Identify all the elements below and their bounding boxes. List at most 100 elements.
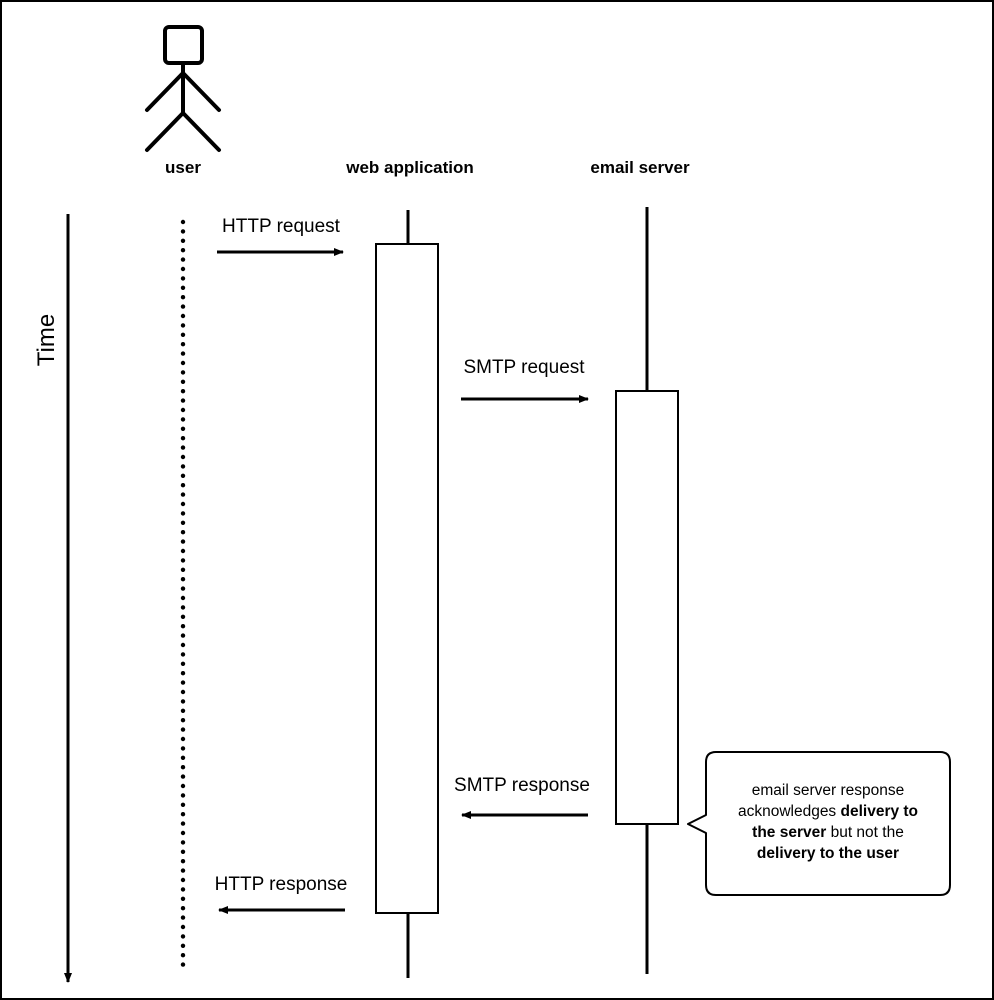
note-line-1: email server response <box>751 782 905 799</box>
user-lifeline-dot <box>180 736 186 742</box>
user-lifeline-dot <box>180 229 186 234</box>
user-stick-figure-icon <box>145 25 221 152</box>
user-lifeline-dot <box>180 830 186 836</box>
user-lifeline-dot <box>180 511 186 516</box>
note-callout-bubble <box>687 751 951 896</box>
message-label-smtp-request: SMTP request <box>463 357 585 378</box>
actor-label-user: user <box>165 158 201 177</box>
note-line-3-plain: but not the <box>826 824 904 841</box>
note-line-2-bold: delivery to <box>840 803 919 820</box>
user-lifeline-dot <box>180 295 186 300</box>
user-lifeline-dot <box>180 492 186 497</box>
user-lifeline-dot <box>180 464 186 469</box>
user-lifeline-dot <box>180 342 186 347</box>
note-line-2: acknowledges delivery to <box>708 801 948 822</box>
message-label-http-response: HTTP response <box>215 874 348 895</box>
user-lifeline-dot <box>180 642 186 648</box>
user-lifeline-dot <box>180 896 186 901</box>
user-lifeline-dot <box>180 689 186 695</box>
user-lifeline-dot <box>180 436 186 441</box>
user-lifeline-dot <box>180 624 186 629</box>
user-lifeline-dot <box>180 727 186 732</box>
user-lifeline-dot <box>180 351 186 356</box>
user-lifeline-dot <box>180 821 186 826</box>
user-lifeline-dot <box>180 877 186 883</box>
web-application-activation-box <box>375 243 439 914</box>
user-lifeline-dot <box>180 840 186 845</box>
user-lifeline-dot <box>180 812 186 817</box>
actor-label-web-application: web application <box>345 158 474 177</box>
user-lifeline-dot <box>180 407 186 413</box>
user-lifeline-dot <box>180 586 186 591</box>
user-lifeline-dot <box>180 539 186 544</box>
user-lifeline-dot <box>180 304 186 309</box>
user-lifeline-dot <box>180 708 186 713</box>
user-lifeline-dot <box>180 445 186 450</box>
user-lifeline-dot <box>180 483 186 488</box>
user-lifeline-dot <box>180 924 186 930</box>
user-lifeline-dot <box>180 906 186 911</box>
user-lifeline-dot <box>180 765 186 770</box>
user-lifeline-dot <box>180 548 186 554</box>
user-lifeline-dot <box>180 699 186 704</box>
user-lifeline-dot <box>180 360 186 366</box>
user-lifeline-dot <box>180 370 186 375</box>
user-lifeline-dot <box>180 276 186 281</box>
user-lifeline-dot <box>180 915 186 920</box>
note-line-2-plain: acknowledges <box>737 803 841 820</box>
note-line-4: delivery to the user <box>708 843 948 864</box>
message-label-smtp-response: SMTP response <box>454 775 590 796</box>
note-callout-text: email server response acknowledges deliv… <box>708 780 948 864</box>
user-lifeline-dot <box>180 266 186 272</box>
user-lifeline-dot <box>180 257 186 262</box>
time-axis-label: Time <box>33 314 60 366</box>
user-lifeline-dot <box>180 943 186 948</box>
user-lifeline-dot <box>180 718 186 723</box>
user-lifeline-dot <box>180 859 186 864</box>
user-lifeline-dot <box>180 520 186 525</box>
user-lifeline-dot <box>180 774 186 779</box>
user-lifeline-dot <box>180 849 186 854</box>
user-lifeline-dot <box>180 567 186 572</box>
user-lifeline <box>180 219 186 967</box>
user-lifeline-dot <box>180 577 186 582</box>
user-lifeline-dot <box>180 953 186 958</box>
user-lifeline-dot <box>180 614 186 619</box>
user-lifeline-dot <box>180 530 186 535</box>
note-line-3: the server but not the <box>708 822 948 843</box>
note-line-3-bold: the server <box>752 824 827 841</box>
user-lifeline-dot <box>180 671 186 676</box>
user-lifeline-dot <box>180 802 186 807</box>
user-lifeline-dot <box>180 558 186 563</box>
user-lifeline-dot <box>180 379 186 384</box>
user-lifeline-dot <box>180 746 186 751</box>
user-lifeline-dot <box>180 868 186 873</box>
email-server-activation-box <box>615 390 679 825</box>
user-lifeline-dot <box>180 934 186 939</box>
actor-label-email-server: email server <box>590 158 690 177</box>
user-lifeline-dot <box>180 887 186 892</box>
user-lifeline-dot <box>180 595 186 601</box>
user-lifeline-dot <box>180 332 186 337</box>
user-lifeline-dot <box>180 219 186 225</box>
user-lifeline-dot <box>180 661 186 666</box>
user-lifeline-dot <box>180 323 186 328</box>
message-label-http-request: HTTP request <box>222 216 341 237</box>
user-lifeline-dot <box>180 426 186 431</box>
user-lifeline-dot <box>180 417 186 422</box>
user-lifeline-dot <box>180 285 186 290</box>
user-lifeline-dot <box>180 398 186 403</box>
user-lifeline-dot <box>180 755 186 760</box>
user-lifeline-dot <box>180 238 186 243</box>
user-lifeline-dot <box>180 389 186 394</box>
note-line-4-bold: delivery to the user <box>756 845 900 862</box>
user-lifeline-dot <box>180 248 186 253</box>
user-lifeline-dot <box>180 680 186 685</box>
user-lifeline-dot <box>180 454 186 460</box>
user-lifeline-dot <box>180 605 186 610</box>
user-lifeline-dot <box>180 633 186 638</box>
user-lifeline-dot <box>180 793 186 798</box>
user-lifeline-dot <box>180 313 186 319</box>
user-lifeline-dot <box>180 473 186 478</box>
